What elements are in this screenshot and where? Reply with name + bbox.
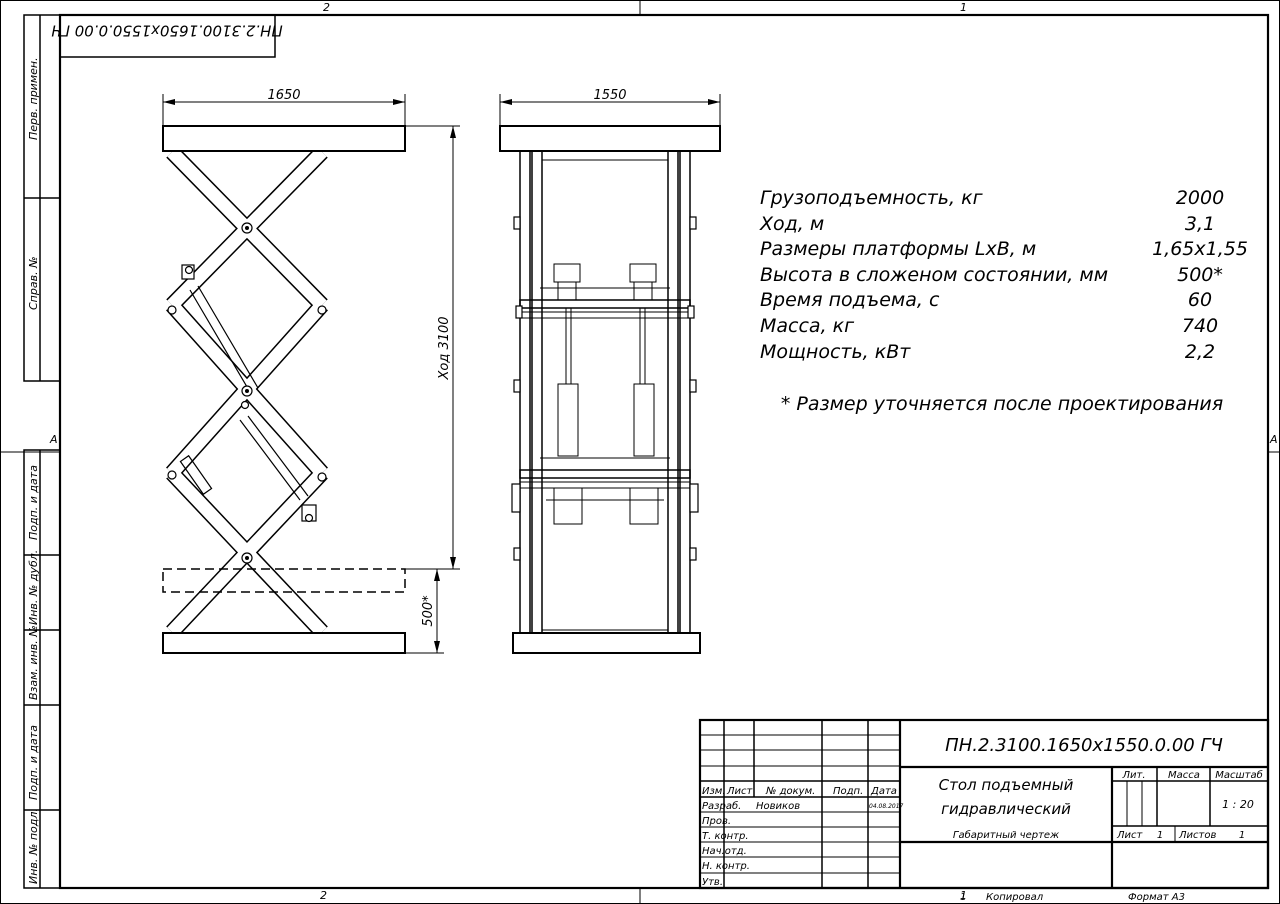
sheets-value: 1 (1239, 830, 1245, 841)
zone-label-side-left: A (49, 433, 58, 446)
spec-label: Мощность, кВт (760, 341, 911, 363)
spec-value: 1,65х1,55 (1152, 238, 1248, 260)
format-label: Формат А3 (1128, 892, 1185, 903)
spec-label: Грузоподъемность, кг (760, 187, 984, 209)
razrab-date: 04.08.2017 (869, 803, 904, 810)
spec-label: Высота в сложеном состоянии, мм (760, 264, 1108, 286)
spec-label: Время подъема, с (760, 289, 940, 311)
col-list: Лист (726, 786, 754, 797)
col-podp: Подп. (833, 786, 863, 797)
dim-lowered (405, 569, 444, 654)
spec-value: 2,2 (1185, 341, 1215, 363)
spec-value: 3,1 (1185, 213, 1215, 235)
dim-width-left (162, 94, 406, 126)
pivot-pins (167, 222, 327, 564)
title-designation: ПН.2.3100.1650х1550.0.00 ГЧ (945, 735, 1223, 756)
top-platform (162, 125, 406, 152)
sheets-label: Листов (1178, 830, 1216, 841)
lowered-platform-outline (162, 568, 406, 593)
side-box-inv-podl: Инв. № подл. (27, 808, 40, 884)
side-box-vzam-inv: Взам. инв. № (27, 625, 40, 700)
dim-width-left-label: 1650 (267, 88, 300, 103)
spec-label: Масса, кг (760, 315, 855, 337)
front-view-lift (499, 125, 721, 654)
col-docnum: № докум. (765, 786, 815, 797)
stamp-rotated-designation: ПН.2.3100.1650х1550.0.00 ГЧ (51, 22, 282, 40)
dim-width-right-label: 1550 (593, 88, 626, 103)
base-frame (162, 632, 406, 654)
col-data: Дата (870, 786, 897, 797)
col-izm: Изм. (702, 786, 726, 797)
front-top-platform (499, 125, 721, 152)
dim-stroke-label: Ход 3100 (437, 316, 452, 380)
spec-value: 60 (1188, 289, 1212, 311)
head-massa: Масса (1168, 770, 1200, 781)
zone-label-bottom-left: 2 (320, 889, 327, 902)
side-box-inv-dubl: Инв. № дубл. (27, 550, 40, 625)
zone-label-side-right: A (1269, 433, 1278, 446)
role-razrab: Разраб. (702, 800, 741, 812)
role-tkontr: Т. контр. (702, 831, 749, 842)
head-lit: Лит. (1121, 770, 1145, 781)
razrab-name: Новиков (756, 801, 800, 812)
scale-value: 1 : 20 (1222, 798, 1254, 811)
spec-note: * Размер уточняется после проектирования (781, 393, 1223, 415)
zone-label-top-right: 1 (960, 1, 967, 14)
spec-value: 500* (1177, 264, 1223, 286)
front-base-frame (512, 632, 701, 654)
side-box-podp-data-1: Подп. и дата (27, 465, 40, 540)
head-masshtab: Масштаб (1215, 769, 1263, 781)
copied-label: Копировал (986, 892, 1044, 903)
spec-value: 2000 (1176, 187, 1224, 209)
specs-table: Грузоподъемность, кг 2000 Ход, м 3,1 Раз… (759, 187, 1248, 363)
side-view-lift (162, 125, 406, 654)
dim-lowered-label: 500* (421, 595, 436, 627)
role-nkontr: Н. контр. (702, 861, 750, 872)
side-box-sprav: Справ. № (27, 256, 40, 310)
role-prov: Пров. (702, 816, 731, 827)
title-name-line2: гидравлический (941, 800, 1071, 818)
dim-width-right (499, 94, 721, 126)
dim-stroke (405, 125, 460, 570)
sheet-value: 1 (1157, 830, 1163, 841)
spec-value: 740 (1182, 315, 1218, 337)
title-block (698, 718, 1270, 890)
side-box-podp-data-2: Подп. и дата (27, 725, 40, 800)
role-utv: Утв. (702, 877, 723, 888)
side-box-perv-primen: Перв. примен. (27, 57, 40, 140)
stamp-box (59, 14, 276, 58)
side-strip (23, 14, 61, 889)
sheet-label: Лист (1116, 830, 1144, 841)
zone-label-bottom-right: 1 (960, 889, 967, 902)
zone-label-top-left: 2 (323, 1, 330, 14)
spec-label: Размеры платформы LxB, м (760, 238, 1036, 260)
copied-num: 1 (960, 892, 966, 903)
role-nachotd: Нач.отд. (702, 846, 747, 857)
title-doc-type: Габаритный чертеж (953, 829, 1059, 841)
title-name-line1: Стол подъемный (939, 776, 1074, 794)
spec-label: Ход, м (759, 213, 824, 235)
